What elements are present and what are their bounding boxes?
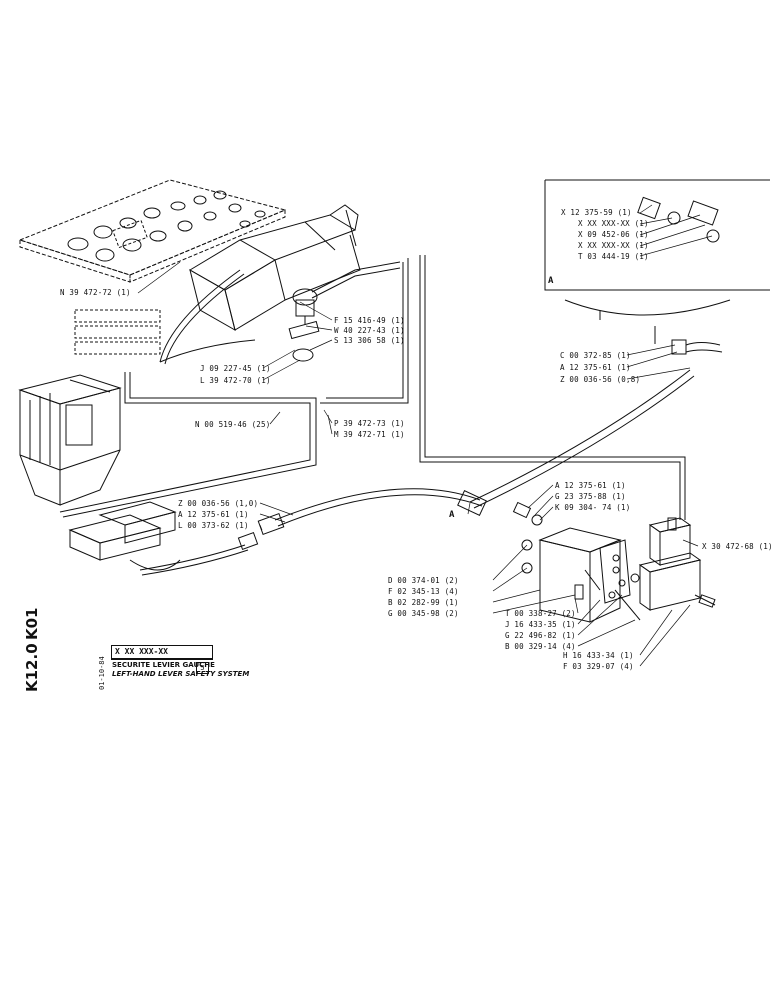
label-d-00374-01: D 00 374-01 (2) [388, 576, 459, 585]
label-f-15416-49: F 15 416-49 (1) [334, 316, 405, 325]
solenoid-valve [638, 517, 716, 611]
leader-lines [137, 204, 713, 667]
label-f-02345-13: F 02 345-13 (4) [388, 587, 459, 596]
label-m-39472-71: M 39 472-71 (1) [334, 430, 405, 439]
label-g-00345-98: G 00 345-98 (2) [388, 609, 459, 618]
sheet-date: 01-10-84 [98, 656, 106, 690]
valve-block [521, 527, 641, 623]
sheet-code-k12: K12.0 [23, 643, 41, 692]
label-a-12375-61-mid: A 12 375-61 (1) [178, 510, 249, 519]
inset-box [544, 179, 770, 355]
label-c-00372-85: C 00 372-85 (1) [560, 351, 631, 360]
inset-label-3: X 09 452-06 (1) [578, 230, 649, 239]
label-h-16433-34: H 16 433-34 (1) [563, 651, 634, 660]
label-g-23375-88: G 23 375-88 (1) [555, 492, 626, 501]
support-blocks [68, 501, 181, 571]
label-g-22496-82: G 22 496-82 (1) [505, 631, 576, 640]
label-l-00373-62: L 00 373-62 (1) [178, 521, 249, 530]
title-box: X XX XXX-XX [111, 645, 213, 660]
label-k-09304-74: K 09 304- 74 (1) [555, 503, 631, 512]
label-n-00519-46: N 00 519-46 (25) [195, 420, 271, 429]
title-code: X XX XXX-XX [112, 646, 212, 659]
label-j-09227-45: J 09 227-45 (1) [200, 364, 271, 373]
lever-console [189, 204, 361, 332]
control-panel-holes [67, 190, 266, 262]
inset-label-5: T 03 444-19 (1) [578, 252, 649, 261]
rubber-pads [74, 309, 161, 355]
label-l-39472-70: L 39 472-70 (1) [200, 376, 271, 385]
label-f-03329-07: F 03 329-07 (4) [563, 662, 634, 671]
label-b-00329-14: B 00 329-14 (4) [505, 642, 576, 651]
fittings-mid [237, 490, 543, 551]
label-j-16433-35: J 16 433-35 (1) [505, 620, 576, 629]
label-b-02282-99: B 02 282-99 (1) [388, 598, 459, 607]
label-a-12375-61-right: A 12 375-61 (1) [555, 481, 626, 490]
callout-a: A [449, 510, 455, 520]
sheet-code-k01: K01 [23, 607, 41, 641]
inset-label-2: X XX XXX-XX (1) [578, 219, 649, 228]
label-x-30472-68: X 30 472-68 (1) [702, 542, 772, 551]
inset-label-4: X XX XXX-XX (1) [578, 241, 649, 250]
label-n-39472-72: N 39 472-72 (1) [60, 288, 131, 297]
inset-letter: A [548, 276, 554, 286]
control-panel [18, 179, 287, 283]
inset-label-1: X 12 375-59 (1) [561, 208, 632, 217]
ref-box: 5 [196, 662, 209, 674]
label-p-39472-73: P 39 472-73 (1) [334, 419, 405, 428]
label-z-00036-56-top: Z 00 036-56 (0,8) [560, 375, 641, 384]
label-a-12375-61-top: A 12 375-61 (1) [560, 363, 631, 372]
flex-hose [139, 369, 695, 576]
label-s-13306-58: S 13 306 58 (1) [334, 336, 405, 345]
valve-switch [288, 261, 401, 362]
cab-floor [18, 374, 122, 506]
title-fr: SECURITE LEVIER GAUCHE [112, 661, 215, 669]
label-t-00338-27: T 00 338-27 (2) [505, 609, 576, 618]
label-z-00036-56-mid: Z 00 036-56 (1,0) [178, 499, 259, 508]
pipe-routing [59, 255, 686, 520]
label-w-40227-43: W 40 227-43 (1) [334, 326, 405, 335]
title-en: LEFT-HAND LEVER SAFETY SYSTEM [112, 670, 250, 678]
